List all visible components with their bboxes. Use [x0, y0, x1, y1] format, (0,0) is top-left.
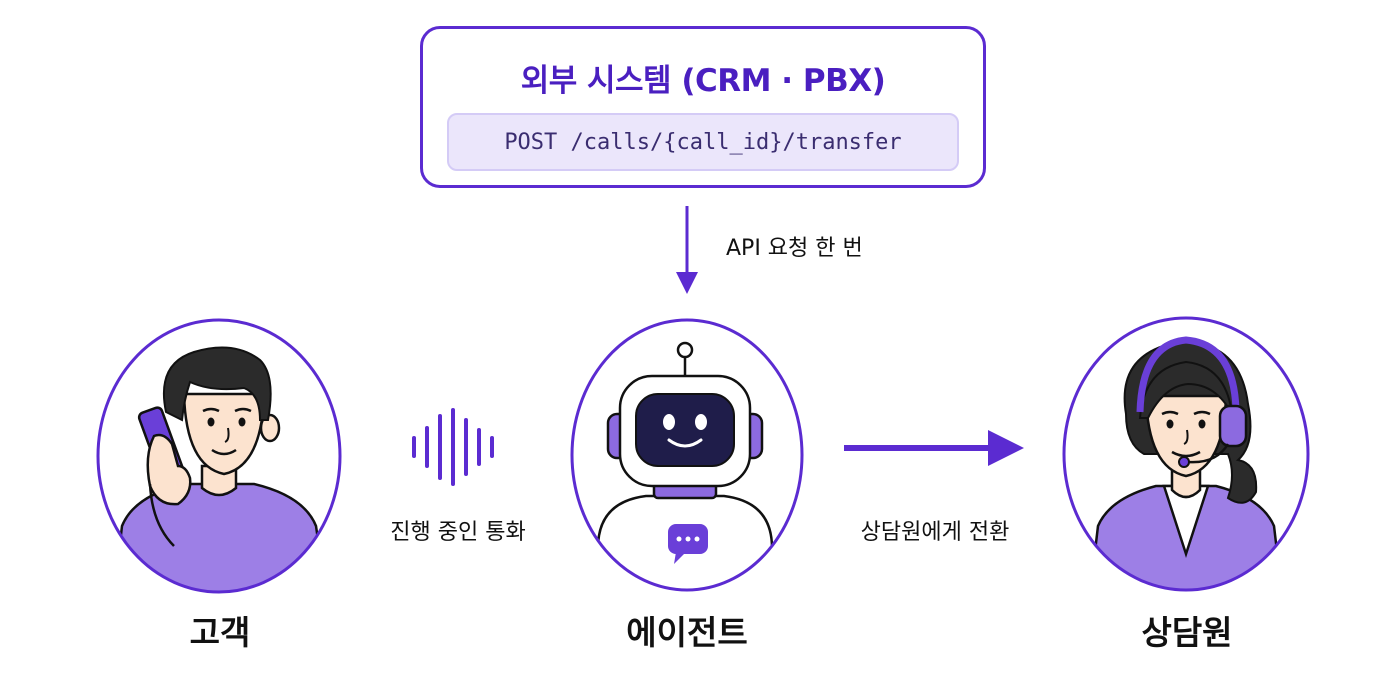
agent-label: 에이전트: [626, 613, 748, 652]
headset-icon: [1136, 336, 1248, 468]
transfer-to-consultant-label: 상담원에게 전환: [860, 520, 1010, 545]
api-request-label: API 요청 한 번: [726, 236, 863, 261]
sound-wave-icon: [412, 408, 494, 486]
consultant-label: 상담원: [1141, 613, 1233, 652]
chat-bubble-icon: [668, 524, 708, 564]
api-endpoint: POST /calls/{call_id}/transfer: [447, 113, 959, 171]
arrow-right-icon: [844, 430, 1024, 466]
agent-avatar: [568, 316, 806, 594]
external-system-title: 외부 시스템 (CRM · PBX): [520, 63, 886, 99]
customer-label: 고객: [189, 613, 251, 652]
consultant-avatar: [1060, 314, 1312, 594]
robot-icon: [596, 341, 774, 590]
external-system-box: 외부 시스템 (CRM · PBX) POST /calls/{call_id}…: [420, 26, 986, 188]
call-in-progress-label: 진행 중인 통화: [390, 520, 526, 545]
customer-avatar: [94, 316, 344, 596]
arrow-down-icon: [676, 206, 698, 294]
